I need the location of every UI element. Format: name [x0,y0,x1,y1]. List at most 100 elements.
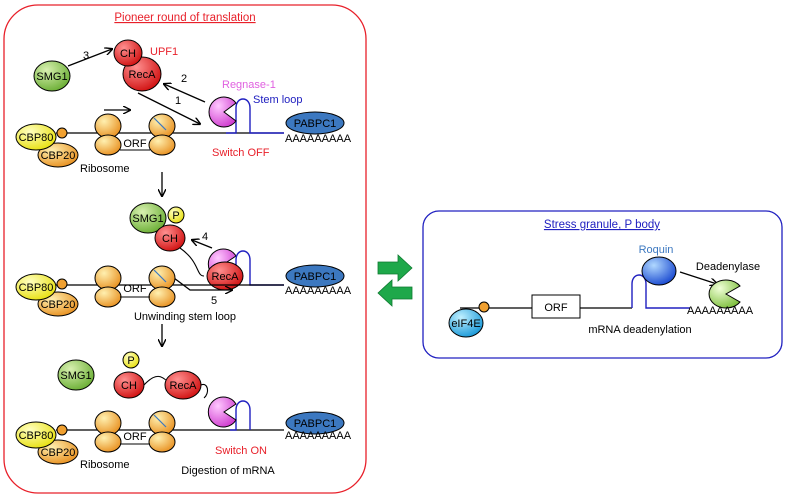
pabpc1-label-2: PABPC1 [294,271,337,283]
ribosome-3a [94,410,122,453]
stem-loop-3 [230,400,251,431]
stage-3: SMG1 P CH RecA PABPC1 AAAAAAAAA Switch O… [15,351,352,477]
trna-mark-1 [153,117,167,131]
roquin-protein [641,256,677,286]
cap-structure-right [478,301,490,313]
phosphate-label-2: P [127,355,134,367]
arrow-step-4 [192,240,213,249]
smg1-protein-2 [129,202,167,234]
ribosome-2b [148,265,176,308]
pabpc1-label-3: PABPC1 [294,418,337,430]
smg1-protein [33,60,71,92]
pabpc1-protein-2 [285,264,345,288]
switch-off-label: Switch OFF [212,147,270,159]
upf1-linker-3 [143,375,169,386]
upf1-ch-domain [113,39,143,67]
ch-label-3: CH [121,380,137,392]
smg1-label-3: SMG1 [60,370,91,382]
phosphate-label-1: P [172,210,179,222]
cbp80-label-3: CBP80 [19,430,54,442]
eif4e-protein [448,308,484,338]
pabpc1-protein [285,111,345,135]
left-panel-title: Pioneer round of translation [114,12,255,24]
ch-label: CH [120,48,136,60]
reca-label-3: RecA [170,380,198,392]
step-4-label: 4 [202,231,208,243]
trna-mark-2 [153,269,167,283]
switch-on-label: Switch ON [215,445,267,457]
ch-label-2: CH [162,233,178,245]
cbp20-label-3: CBP20 [41,447,76,459]
polya-tail-2: AAAAAAAAA [285,285,352,297]
cbp80-protein-3 [15,421,57,449]
polya-tail: AAAAAAAAA [285,133,352,145]
stem-loop-right [631,274,690,309]
right-panel-border [422,210,783,359]
cap-structure [56,127,68,139]
deadenylation-scheme: Roquin Deadenylase AAAAAAAAA ORF eIF4E m… [448,244,760,338]
cbp20-protein [37,142,79,168]
orf-label-3: ORF [123,431,147,443]
upf1-ch-domain-2 [154,224,186,252]
right-panel-title: Stress granule, P body [544,219,660,231]
ribosome-1b [148,113,176,156]
upf1-linker-2 [179,247,205,277]
left-panel-border [3,4,367,494]
cap-structure-2 [56,278,68,290]
ribosome-label-3: Ribosome [80,459,130,471]
regnase-label: Regnase-1 [222,79,276,91]
ribosome-label-1: Ribosome [80,163,130,175]
step-5-label: 5 [211,295,217,307]
reca-label: RecA [129,69,157,81]
mrna-deadenylation-label: mRNA deadenylation [588,324,691,336]
step-2-label: 2 [181,73,187,85]
regnase-1-protein-3 [207,396,237,428]
stem-loop-label: Stem loop [253,94,303,106]
polya-tail-right: AAAAAAAAA [687,305,754,317]
arrow-step-1 [137,92,200,124]
phosphate-2 [122,351,140,369]
upf1-label: UPF1 [150,46,178,58]
deadenylase-label: Deadenylase [696,261,760,273]
orf-label-2: ORF [123,283,147,295]
cbp20-label: CBP20 [41,150,76,162]
smg1-label-2: SMG1 [132,213,163,225]
cbp20-protein-2 [37,291,79,317]
cbp80-protein [15,123,57,151]
ribosome-3b [148,410,176,453]
reca-label-2: RecA [212,271,240,283]
stage-1: SMG1 3 RecA CH UPF1 2 1 Regnase-1 Stem l… [15,39,352,175]
upf1-tail-3 [200,383,209,399]
roquin-to-deadenylase-arrow [679,271,717,284]
stage-2: SMG1 P CH 4 RecA 5 PABPC1 AAAAAAAAA [15,202,352,323]
ribosome-1a [94,113,122,156]
trna-mark-3 [153,414,167,428]
cbp80-label-2: CBP80 [19,282,54,294]
cap-structure-3 [56,424,68,436]
pabpc1-protein-3 [285,411,345,435]
eif4e-label: eIF4E [451,318,480,330]
smg1-label: SMG1 [36,71,67,83]
unwinding-label: Unwinding stem loop [134,311,236,323]
smg1-protein-3 [57,359,95,391]
ribosome-2a [94,265,122,308]
deadenylase-protein [708,279,741,309]
cbp80-protein-2 [15,273,57,301]
orf-box-label: ORF [544,302,568,314]
stem-loop [226,98,284,134]
regnase-1-protein [208,96,237,128]
step-3-label: 3 [83,50,89,62]
cbp20-label-2: CBP20 [41,299,76,311]
stem-loop-2 [226,250,284,286]
phosphate-1 [167,206,185,224]
arrow-step-2 [164,84,206,103]
pabpc1-label: PABPC1 [294,118,337,130]
digestion-label: Digestion of mRNA [181,465,275,477]
arrow-from-granule [377,279,413,307]
orf-label-1: ORF [123,138,147,150]
orf-box [531,294,581,319]
step-1-label: 1 [175,95,181,107]
polya-tail-3: AAAAAAAAA [285,430,352,442]
arrow-step-3 [67,49,112,67]
